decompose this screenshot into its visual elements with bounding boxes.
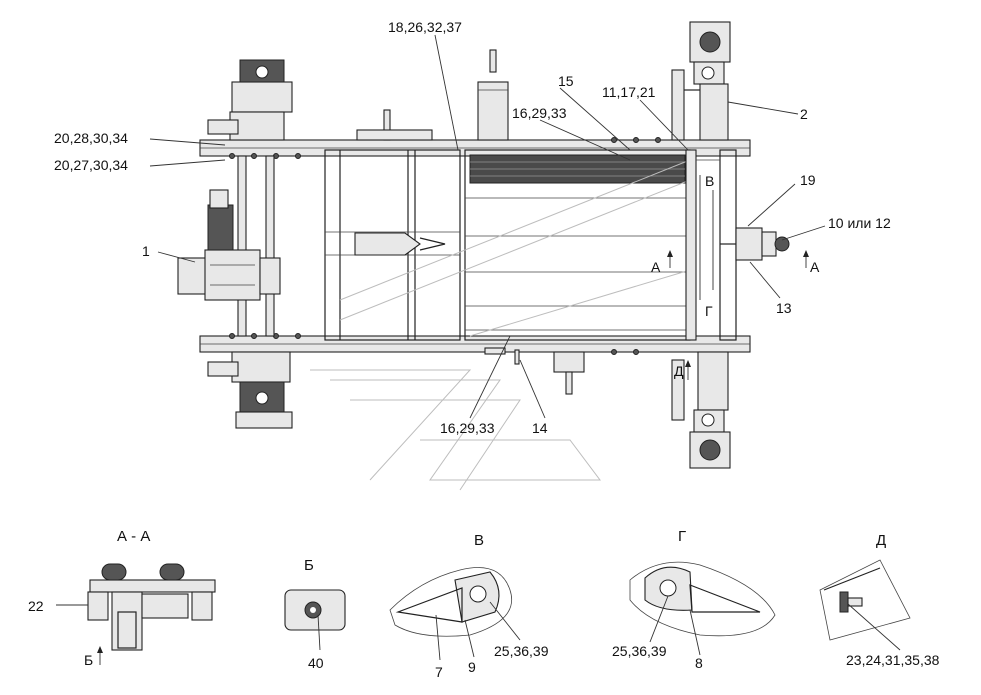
leader-lines bbox=[97, 34, 826, 665]
callout-8: 8 bbox=[695, 655, 703, 671]
callout-20-28-30-34: 20,28,30,34 bbox=[54, 130, 128, 146]
view-titles: А - А Б В Г Д bbox=[117, 528, 886, 574]
callout-16-29-33-top: 16,29,33 bbox=[512, 105, 567, 121]
callout-11-17-21: 11,17,21 bbox=[602, 84, 656, 100]
main-plan-view bbox=[177, 21, 790, 469]
marker-view-b: Б bbox=[84, 652, 93, 668]
callout-15: 15 bbox=[558, 73, 574, 89]
title-section-aa: А - А bbox=[117, 528, 150, 545]
left-bottom-wheel-hub bbox=[207, 351, 293, 429]
callout-22: 22 bbox=[28, 598, 44, 614]
title-view-g: Г bbox=[678, 528, 686, 545]
drive-unit bbox=[177, 189, 281, 301]
callout-40: 40 bbox=[308, 655, 324, 671]
right-top-wheel-hub bbox=[671, 21, 731, 141]
tow-hitch bbox=[720, 227, 790, 261]
right-bottom-wheel-hub bbox=[671, 351, 731, 469]
view-markers: В Г А А Д Б bbox=[84, 173, 820, 668]
callout-16-29-33-bottom: 16,29,33 bbox=[440, 420, 495, 436]
callout-1: 1 bbox=[142, 243, 150, 259]
marker-view-d: Д bbox=[674, 363, 684, 379]
section-aa bbox=[56, 563, 216, 651]
callout-25-36-39-v: 25,36,39 bbox=[494, 643, 549, 659]
callout-2: 2 bbox=[800, 106, 808, 122]
watermark bbox=[310, 369, 601, 491]
rail-bolts bbox=[229, 137, 661, 355]
view-d bbox=[819, 559, 911, 651]
callout-13: 13 bbox=[776, 300, 792, 316]
callout-10-12: 10 или 12 bbox=[828, 215, 891, 231]
title-view-v: В bbox=[474, 532, 484, 549]
marker-section-a-right: А bbox=[810, 259, 820, 275]
callout-20-27-30-34: 20,27,30,34 bbox=[54, 157, 128, 173]
callout-19: 19 bbox=[800, 172, 816, 188]
view-b bbox=[284, 589, 346, 651]
left-top-wheel-hub bbox=[207, 59, 293, 141]
view-g bbox=[629, 561, 776, 656]
callout-23-24-31-35-38: 23,24,31,35,38 bbox=[846, 652, 940, 668]
callout-25-36-39-g: 25,36,39 bbox=[612, 643, 667, 659]
callout-14: 14 bbox=[532, 420, 548, 436]
view-v bbox=[389, 567, 521, 661]
callout-18-26-32-37: 18,26,32,37 bbox=[388, 19, 462, 35]
callout-9: 9 bbox=[468, 659, 476, 675]
middle-frame-section bbox=[324, 149, 461, 341]
title-view-d: Д bbox=[876, 532, 886, 549]
marker-view-v: В bbox=[705, 173, 714, 189]
marker-section-a-left: А bbox=[651, 259, 661, 275]
callout-labels: 18,26,32,37 15 11,17,21 16,29,33 2 20,28… bbox=[28, 19, 940, 680]
callout-7: 7 bbox=[435, 664, 443, 680]
title-view-b: Б bbox=[304, 557, 314, 574]
marker-view-g: Г bbox=[705, 303, 713, 319]
